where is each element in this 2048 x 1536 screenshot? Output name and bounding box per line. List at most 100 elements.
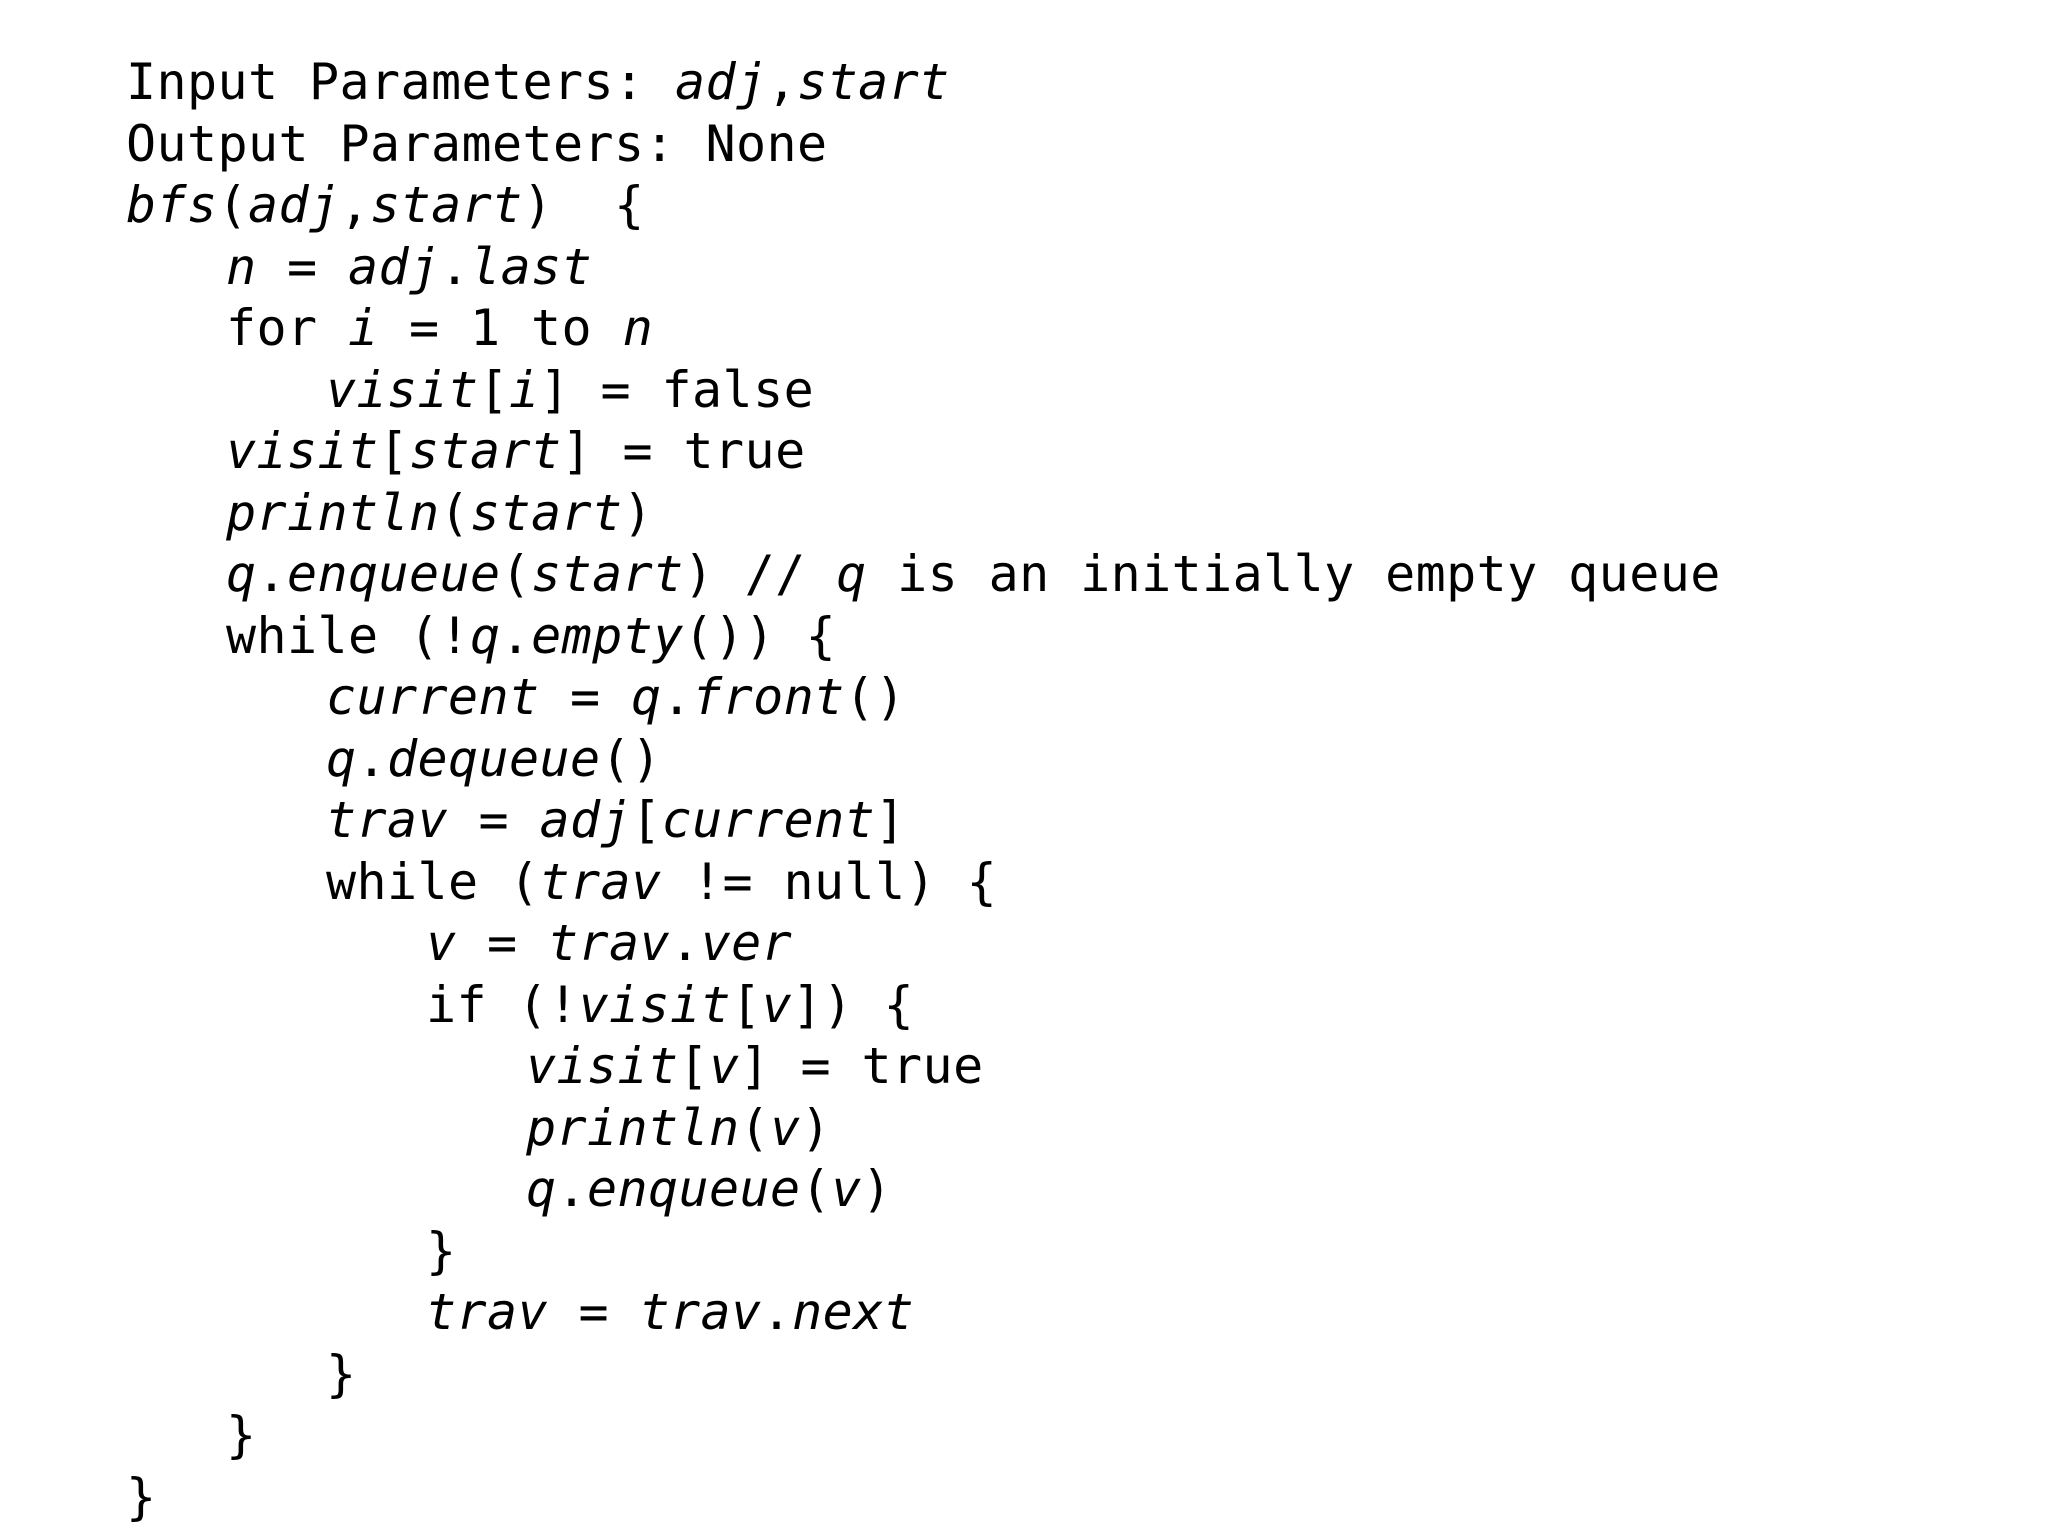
code-text: != null) { xyxy=(661,852,998,911)
identifier-text: trav xyxy=(639,1283,762,1341)
code-text: () xyxy=(844,668,906,726)
code-line: } xyxy=(126,1344,1721,1406)
identifier-text: q xyxy=(526,1160,557,1218)
identifier-text: trav xyxy=(326,791,449,849)
identifier-text: next xyxy=(792,1283,915,1341)
identifier-text: trav xyxy=(548,914,671,972)
code-line: if (!visit[v]) { xyxy=(126,975,1721,1037)
code-text: [ xyxy=(678,1037,710,1095)
code-line: n = adj.last xyxy=(126,237,1721,299)
identifier-text: println xyxy=(526,1098,740,1157)
identifier-text: trav xyxy=(426,1283,549,1341)
identifier-text: bfs xyxy=(126,176,218,234)
identifier-text: adj xyxy=(348,237,440,296)
code-text: if (! xyxy=(426,975,579,1034)
code-line: visit[v] = true xyxy=(126,1036,1721,1098)
identifier-text: ver xyxy=(700,914,793,972)
code-text: ( xyxy=(500,545,532,603)
code-line: println(v) xyxy=(126,1098,1721,1160)
identifier-text: v xyxy=(770,1098,801,1157)
code-text: = xyxy=(256,237,349,296)
code-line: bfs(adj,start) { xyxy=(126,175,1721,237)
code-line: while (!q.empty()) { xyxy=(126,606,1721,668)
code-text: ]) { xyxy=(792,975,915,1034)
code-text: while ( xyxy=(326,852,540,911)
identifier-text: v xyxy=(709,1037,740,1095)
identifier-text: visit xyxy=(326,360,479,419)
code-line: current = q.front() xyxy=(126,667,1721,729)
identifier-text: i xyxy=(348,299,379,357)
code-text: . xyxy=(256,545,288,603)
identifier-text: println xyxy=(226,483,440,542)
code-text: Input Parameters: xyxy=(126,53,676,111)
identifier-text: q xyxy=(470,606,501,665)
code-line: } xyxy=(126,1221,1721,1283)
code-text: ) // xyxy=(683,545,837,603)
code-line: visit[i] = false xyxy=(126,360,1721,422)
code-text: } xyxy=(226,1406,257,1464)
identifier-text: v xyxy=(831,1160,862,1218)
identifier-text: q xyxy=(631,668,662,726)
code-line: while (trav != null) { xyxy=(126,852,1721,914)
code-line: q.enqueue(v) xyxy=(126,1159,1721,1221)
identifier-text: start xyxy=(531,545,684,603)
code-text: = 1 to xyxy=(378,299,623,357)
code-line: for i = 1 to n xyxy=(126,298,1721,360)
code-text: [ xyxy=(631,791,662,849)
code-text: } xyxy=(326,1344,357,1403)
code-text: ()) { xyxy=(683,606,837,665)
code-text: while (! xyxy=(226,606,471,665)
code-text: . xyxy=(556,1160,588,1218)
identifier-text: n xyxy=(622,299,654,357)
code-text: ( xyxy=(739,1098,771,1157)
code-text: = xyxy=(539,668,632,726)
code-text: = xyxy=(548,1283,640,1341)
identifier-text: dequeue xyxy=(387,729,601,788)
identifier-text: enqueue xyxy=(587,1160,801,1218)
code-text: ) xyxy=(800,1098,832,1157)
identifier-text: current xyxy=(661,791,876,849)
code-line: q.enqueue(start) // q is an initially em… xyxy=(126,544,1721,606)
code-text: , xyxy=(339,176,371,234)
code-text: ( xyxy=(217,176,249,234)
identifier-text: trav xyxy=(539,852,662,911)
code-text: . xyxy=(439,237,471,296)
code-text: . xyxy=(661,668,693,726)
identifier-text: adj xyxy=(675,53,767,111)
code-text: ] = false xyxy=(539,360,815,419)
code-line: println(start) xyxy=(126,483,1721,545)
identifier-text: front xyxy=(692,668,845,726)
code-text: ] = true xyxy=(739,1037,984,1095)
identifier-text: last xyxy=(470,237,593,296)
identifier-text: q xyxy=(226,545,257,603)
code-text: Output Parameters: None xyxy=(126,114,828,173)
identifier-text: start xyxy=(470,483,623,542)
identifier-text: i xyxy=(509,360,540,419)
identifier-text: current xyxy=(326,668,540,726)
code-text: = xyxy=(448,791,540,849)
code-text: . xyxy=(500,606,532,665)
identifier-text: v xyxy=(761,975,793,1034)
code-text: () xyxy=(600,729,662,788)
identifier-text: visit xyxy=(526,1037,679,1095)
identifier-text: visit xyxy=(578,975,732,1034)
code-text: = xyxy=(456,914,549,972)
code-text: , xyxy=(766,53,798,111)
identifier-text: adj xyxy=(248,176,340,234)
code-text: ( xyxy=(800,1160,832,1218)
code-text: . xyxy=(356,729,388,788)
identifier-text: empty xyxy=(531,606,684,665)
code-text: is an initially empty queue xyxy=(866,545,1721,603)
code-text: for xyxy=(226,299,349,357)
identifier-text: adj xyxy=(539,791,632,849)
identifier-text: start xyxy=(409,422,562,480)
code-text: ) xyxy=(622,483,654,542)
code-text: . xyxy=(761,1283,793,1341)
code-line: Input Parameters: adj,start xyxy=(126,52,1721,114)
identifier-text: q xyxy=(836,545,867,603)
identifier-text: start xyxy=(370,176,523,234)
code-line: } xyxy=(126,1467,1721,1529)
code-text: ] xyxy=(875,791,906,849)
code-text: ( xyxy=(439,483,471,542)
